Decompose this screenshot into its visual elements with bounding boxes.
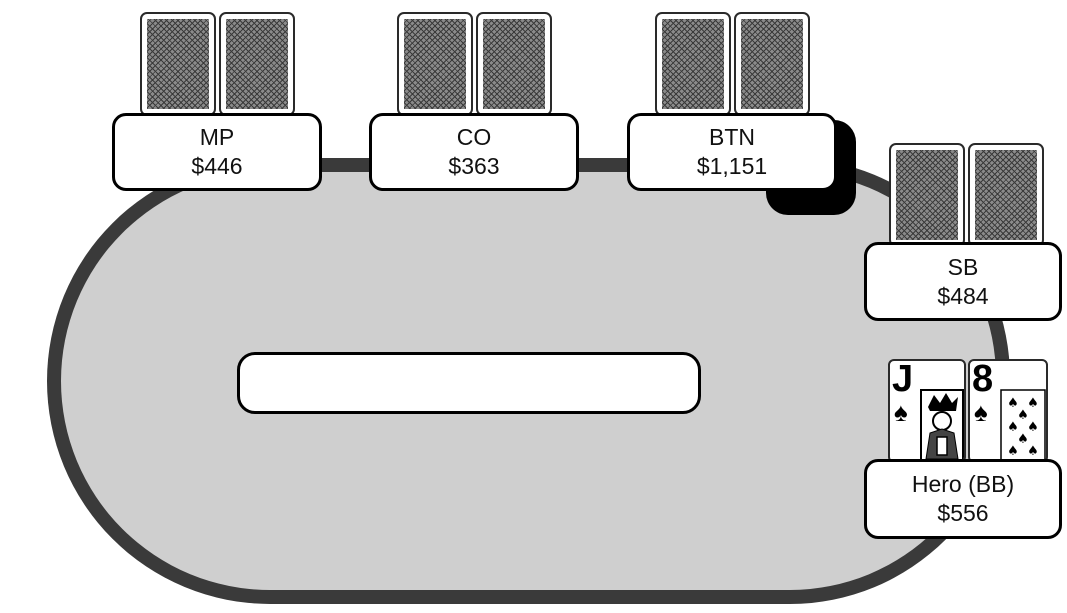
card-rank: 8	[972, 359, 994, 400]
svg-text:♠: ♠	[1007, 396, 1019, 411]
seat-mp-box: MP $446	[112, 113, 322, 191]
seat-position-label: SB	[947, 253, 979, 280]
svg-text:♠: ♠	[1017, 408, 1029, 423]
seat-position-label: CO	[456, 124, 492, 150]
card-back	[397, 12, 473, 116]
card-back	[968, 143, 1044, 247]
card-back	[219, 12, 295, 116]
hole-card-jack-spades: J ♠	[888, 359, 966, 463]
card-back	[140, 12, 216, 116]
seat-position-label: MP	[199, 124, 235, 150]
seat-co-box: CO $363	[369, 113, 579, 191]
seat-hero-box: Hero (BB) $556	[864, 459, 1062, 539]
seat-position-label: Hero (BB)	[911, 471, 1015, 497]
seat-stack: $556	[937, 500, 989, 526]
seat-stack: $1,151	[696, 153, 768, 179]
board-area	[237, 352, 701, 414]
svg-text:♠: ♠	[1017, 432, 1029, 447]
svg-text:♠: ♠	[1027, 420, 1039, 435]
svg-text:♠: ♠	[1027, 444, 1039, 459]
card-back	[655, 12, 731, 116]
card-back	[734, 12, 810, 116]
seat-btn-box: BTN $1,151	[627, 113, 837, 191]
seat-position-label: BTN	[709, 124, 755, 150]
card-rank: J	[892, 359, 914, 400]
seat-stack: $484	[937, 282, 989, 309]
seat-sb-box: SB $484	[864, 242, 1062, 321]
spade-icon: ♠	[974, 397, 988, 427]
svg-text:♠: ♠	[1007, 420, 1019, 435]
seat-stack: $363	[448, 153, 500, 179]
svg-text:♠: ♠	[1007, 444, 1019, 459]
spade-icon: ♠	[894, 397, 908, 427]
card-back	[889, 143, 965, 247]
svg-text:♠: ♠	[1027, 396, 1039, 411]
eight-pips-icon: ♠♠ ♠ ♠♠ ♠ ♠♠	[1000, 389, 1046, 461]
card-back	[476, 12, 552, 116]
jack-portrait-icon	[920, 389, 964, 461]
hole-card-eight-spades: 8 ♠ ♠♠ ♠ ♠♠ ♠ ♠♠	[968, 359, 1048, 463]
seat-stack: $446	[191, 153, 243, 179]
